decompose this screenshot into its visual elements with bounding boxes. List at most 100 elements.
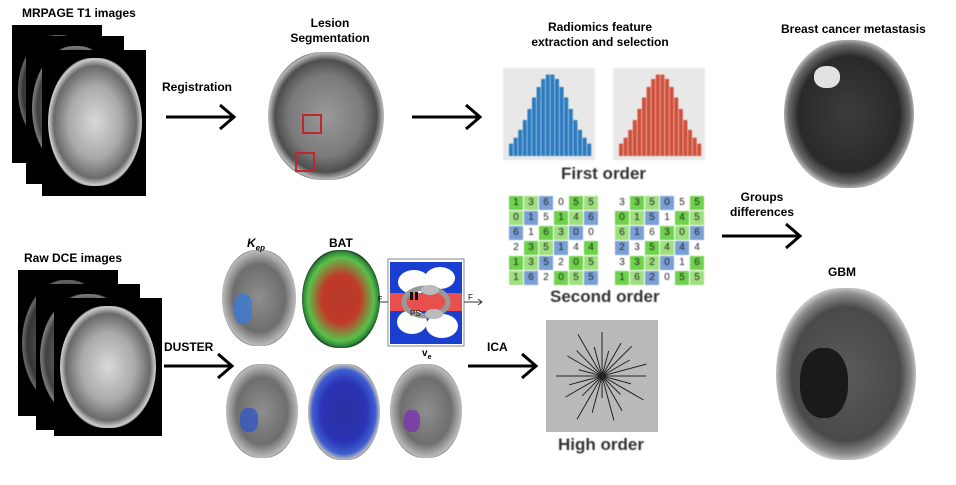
matrix-cell: 1	[509, 196, 523, 210]
matrix-cell: 5	[584, 196, 598, 210]
matrix-cell: 5	[569, 271, 583, 285]
label-second-order: Second order	[550, 287, 660, 307]
matrix-cell: 2	[615, 241, 629, 255]
matrix-cell: 1	[509, 271, 523, 285]
matrix-cell: 0	[569, 226, 583, 240]
label-kep-sub: ep	[256, 243, 265, 252]
matrix-cell: 1	[524, 226, 538, 240]
label-fp-right: F	[468, 290, 473, 305]
histogram-bar	[537, 87, 541, 156]
matrix-cell: 2	[554, 256, 568, 270]
first-order-histogram-red	[613, 68, 705, 160]
matrix-cell: 0	[554, 271, 568, 285]
histogram-bar	[624, 138, 628, 156]
label-breast-cancer-metastasis: Breast cancer metastasis	[781, 22, 926, 37]
matrix-cell: 1	[675, 256, 689, 270]
histogram-bar	[651, 79, 655, 156]
matrix-cell: 5	[645, 211, 659, 225]
matrix-cell: 3	[615, 256, 629, 270]
histogram-bar	[633, 120, 637, 156]
lesion-segmentation-image	[268, 52, 384, 180]
matrix-cell: 6	[524, 271, 538, 285]
label-gbm: GBM	[828, 265, 856, 280]
matrix-cell: 3	[630, 241, 644, 255]
matrix-cell: 5	[539, 256, 553, 270]
segmentation-box-lower	[295, 152, 315, 172]
label-ica: ICA	[487, 340, 508, 355]
matrix-cell: 0	[509, 211, 523, 225]
histogram-bar	[637, 109, 641, 156]
histogram-bar	[550, 75, 554, 156]
histogram-bar	[688, 130, 692, 156]
matrix-cell: 6	[584, 211, 598, 225]
arrow-registration	[166, 105, 234, 129]
matrix-cell: 2	[509, 241, 523, 255]
matrix-cell: 0	[615, 211, 629, 225]
histogram-bar	[514, 138, 518, 156]
matrix-cell: 1	[630, 226, 644, 240]
matrix-cell: 5	[569, 196, 583, 210]
histogram-bar	[518, 130, 522, 156]
matrix-cell: 2	[539, 271, 553, 285]
map-bottom-middle-image	[308, 364, 380, 460]
label-mrpage-t1-images: MRPAGE T1 images	[22, 6, 136, 21]
histogram-bar	[693, 138, 697, 156]
matrix-cell: 0	[569, 256, 583, 270]
matrix-cell: 0	[584, 226, 598, 240]
matrix-cell: 5	[690, 271, 704, 285]
first-order-histogram-blue	[503, 68, 595, 160]
matrix-cell: 5	[645, 241, 659, 255]
matrix-cell: 6	[690, 256, 704, 270]
arrow-groups-differences	[722, 224, 800, 248]
histogram-bar	[674, 97, 678, 156]
matrix-cell: 2	[645, 271, 659, 285]
kep-map-image	[222, 250, 296, 346]
label-groups-differences: Groups differences	[722, 190, 802, 220]
matrix-cell: 3	[660, 226, 674, 240]
matrix-cell: 5	[584, 271, 598, 285]
matrix-cell: 5	[539, 211, 553, 225]
histogram-bar	[628, 130, 632, 156]
matrix-cell: 0	[554, 196, 568, 210]
histogram-bar	[587, 144, 591, 156]
matrix-cell: 5	[645, 196, 659, 210]
matrix-cell: 1	[630, 211, 644, 225]
histogram-bar	[527, 109, 531, 156]
matrix-cell: 6	[645, 226, 659, 240]
bat-map-image	[302, 250, 380, 348]
histogram-bar	[656, 75, 660, 156]
matrix-cell: 3	[524, 241, 538, 255]
histogram-bar	[509, 144, 513, 156]
histogram-bar	[564, 97, 568, 156]
matrix-cell: 4	[690, 241, 704, 255]
histogram-bar	[697, 144, 701, 156]
matrix-cell: 3	[630, 196, 644, 210]
label-raw-dce-images: Raw DCE images	[24, 251, 122, 266]
segmentation-box-upper	[302, 114, 322, 134]
matrix-cell: 2	[645, 256, 659, 270]
matrix-cell: 4	[675, 211, 689, 225]
matrix-cell: 4	[569, 211, 583, 225]
histogram-bar	[619, 144, 623, 156]
matrix-cell: 3	[630, 256, 644, 270]
histogram-bar	[683, 120, 687, 156]
matrix-cell: 1	[554, 241, 568, 255]
histogram-bar	[532, 97, 536, 156]
label-lesion-segmentation: Lesion Segmentation	[270, 16, 390, 46]
histogram-bar	[523, 120, 527, 156]
matrix-cell: 6	[509, 226, 523, 240]
label-fp-left: F	[378, 292, 382, 307]
matrix-cell: 0	[660, 256, 674, 270]
label-ps: PS	[410, 306, 421, 321]
label-radiomics: Radiomics feature extraction and selecti…	[520, 20, 680, 50]
matrix-cell: 3	[554, 226, 568, 240]
matrix-cell: 4	[569, 241, 583, 255]
matrix-cell: 3	[615, 196, 629, 210]
matrix-cell: 0	[660, 196, 674, 210]
arrow-ica	[468, 354, 536, 378]
matrix-cell: 5	[675, 271, 689, 285]
histogram-bar	[555, 79, 559, 156]
histogram-bar	[647, 87, 651, 156]
